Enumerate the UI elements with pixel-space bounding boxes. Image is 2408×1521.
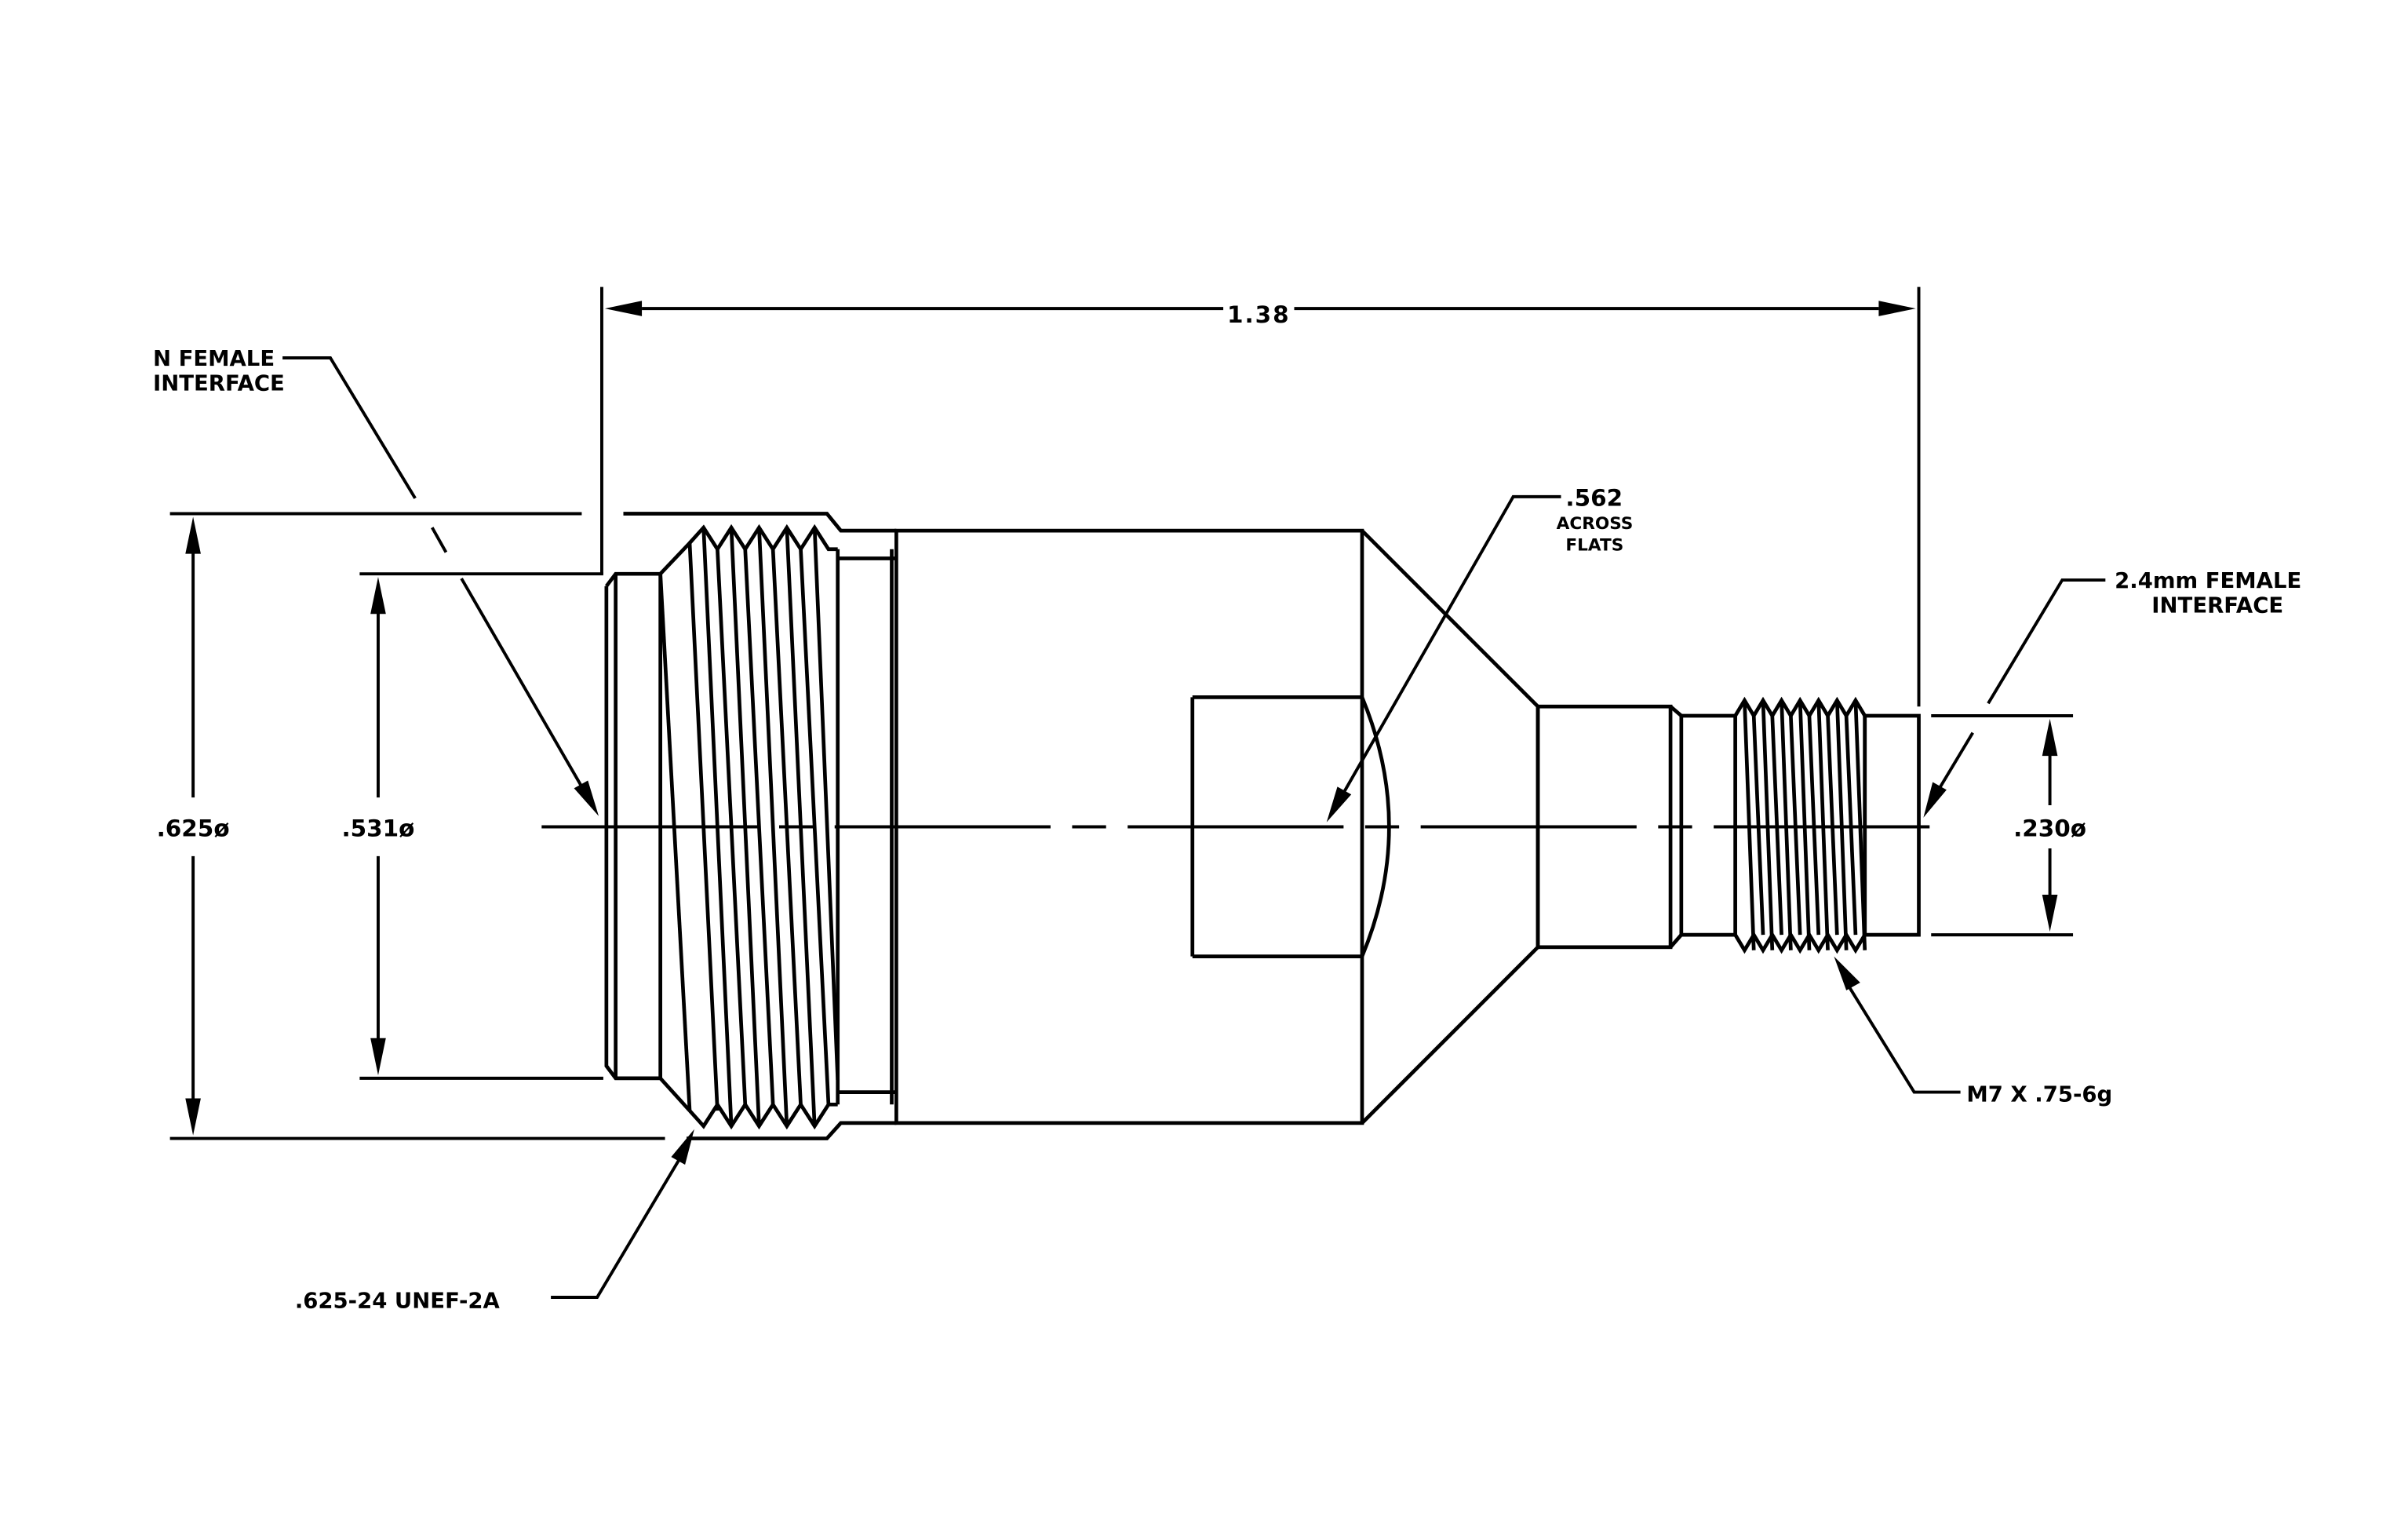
unef-thread-note: .625-24 UNEF-2A	[295, 1129, 694, 1314]
across-flats-line1: ACROSS	[1557, 514, 1634, 534]
m7-thread-label: M7 X .75-6g	[1966, 1081, 2112, 1107]
overall-length-label: 1.38	[1227, 301, 1291, 328]
m7-thread-note: M7 X .75-6g	[1834, 956, 2112, 1107]
dia-625-dimension: .625ø	[157, 512, 665, 1140]
mm-female-note: 2.4mm FEMALE INTERFACE	[1923, 568, 2301, 818]
n-female-label-line2: INTERFACE	[153, 370, 285, 396]
dia-230-label: .230ø	[2013, 815, 2086, 841]
across-flats-line2: FLATS	[1565, 536, 1623, 556]
unef-thread-label: .625-24 UNEF-2A	[295, 1289, 501, 1314]
mm-female-end	[1536, 696, 1921, 954]
dia-625-label: .625ø	[157, 815, 230, 841]
across-flats-note: .562 ACROSS FLATS	[1326, 485, 1634, 823]
n-female-end	[604, 512, 897, 1140]
dia-230-dimension: .230ø	[1931, 714, 2086, 937]
mm-female-label-line2: INTERFACE	[2151, 593, 2283, 618]
across-flats-value: .562	[1565, 485, 1623, 512]
dia-531-dimension: .531ø	[341, 572, 603, 1080]
mm-female-label-line1: 2.4mm FEMALE	[2115, 568, 2301, 593]
overall-length-dimension: 1.38	[599, 286, 1921, 707]
n-female-note: N FEMALE INTERFACE	[153, 346, 599, 816]
dia-531-label: .531ø	[341, 815, 414, 841]
n-female-label-line1: N FEMALE	[153, 346, 275, 371]
